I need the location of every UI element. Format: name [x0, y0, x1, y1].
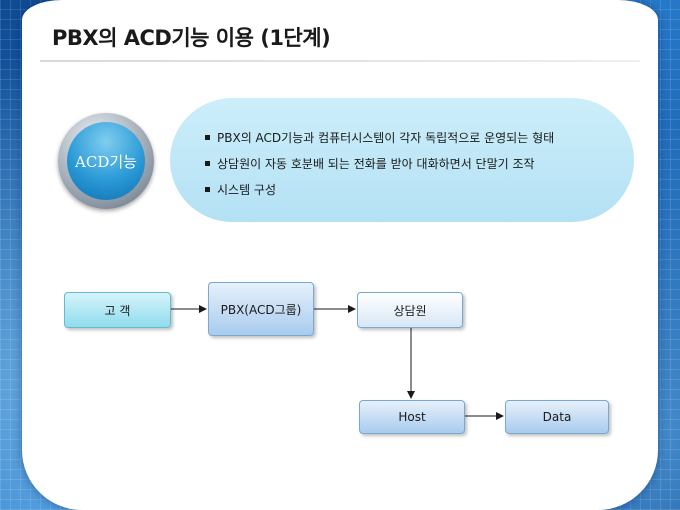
page-title: PBX의 ACD기능 이용 (1단계) — [52, 26, 331, 50]
title-divider — [40, 60, 640, 62]
node-customer: 고 객 — [64, 292, 171, 328]
node-data: Data — [505, 400, 609, 434]
node-host: Host — [359, 400, 465, 434]
bullet-item: PBX의 ACD기능과 컴퓨터시스템이 각자 독립적으로 운영되는 형태 — [205, 130, 554, 156]
acd-badge-label: ACD기능 — [67, 122, 145, 200]
bullet-square-icon — [205, 135, 210, 140]
acd-badge: ACD기능 — [58, 113, 154, 209]
bullet-square-icon — [205, 161, 210, 166]
bullet-list: PBX의 ACD기능과 컴퓨터시스템이 각자 독립적으로 운영되는 형태 상담원… — [205, 130, 554, 208]
node-agent: 상담원 — [357, 292, 463, 328]
bullet-square-icon — [205, 187, 210, 192]
bullet-item: 시스템 구성 — [205, 182, 554, 208]
node-pbx: PBX(ACD그룹) — [208, 282, 314, 336]
bullet-item: 상담원이 자동 호분배 되는 전화를 받아 대화하면서 단말기 조작 — [205, 156, 554, 182]
description-capsule — [170, 98, 634, 222]
